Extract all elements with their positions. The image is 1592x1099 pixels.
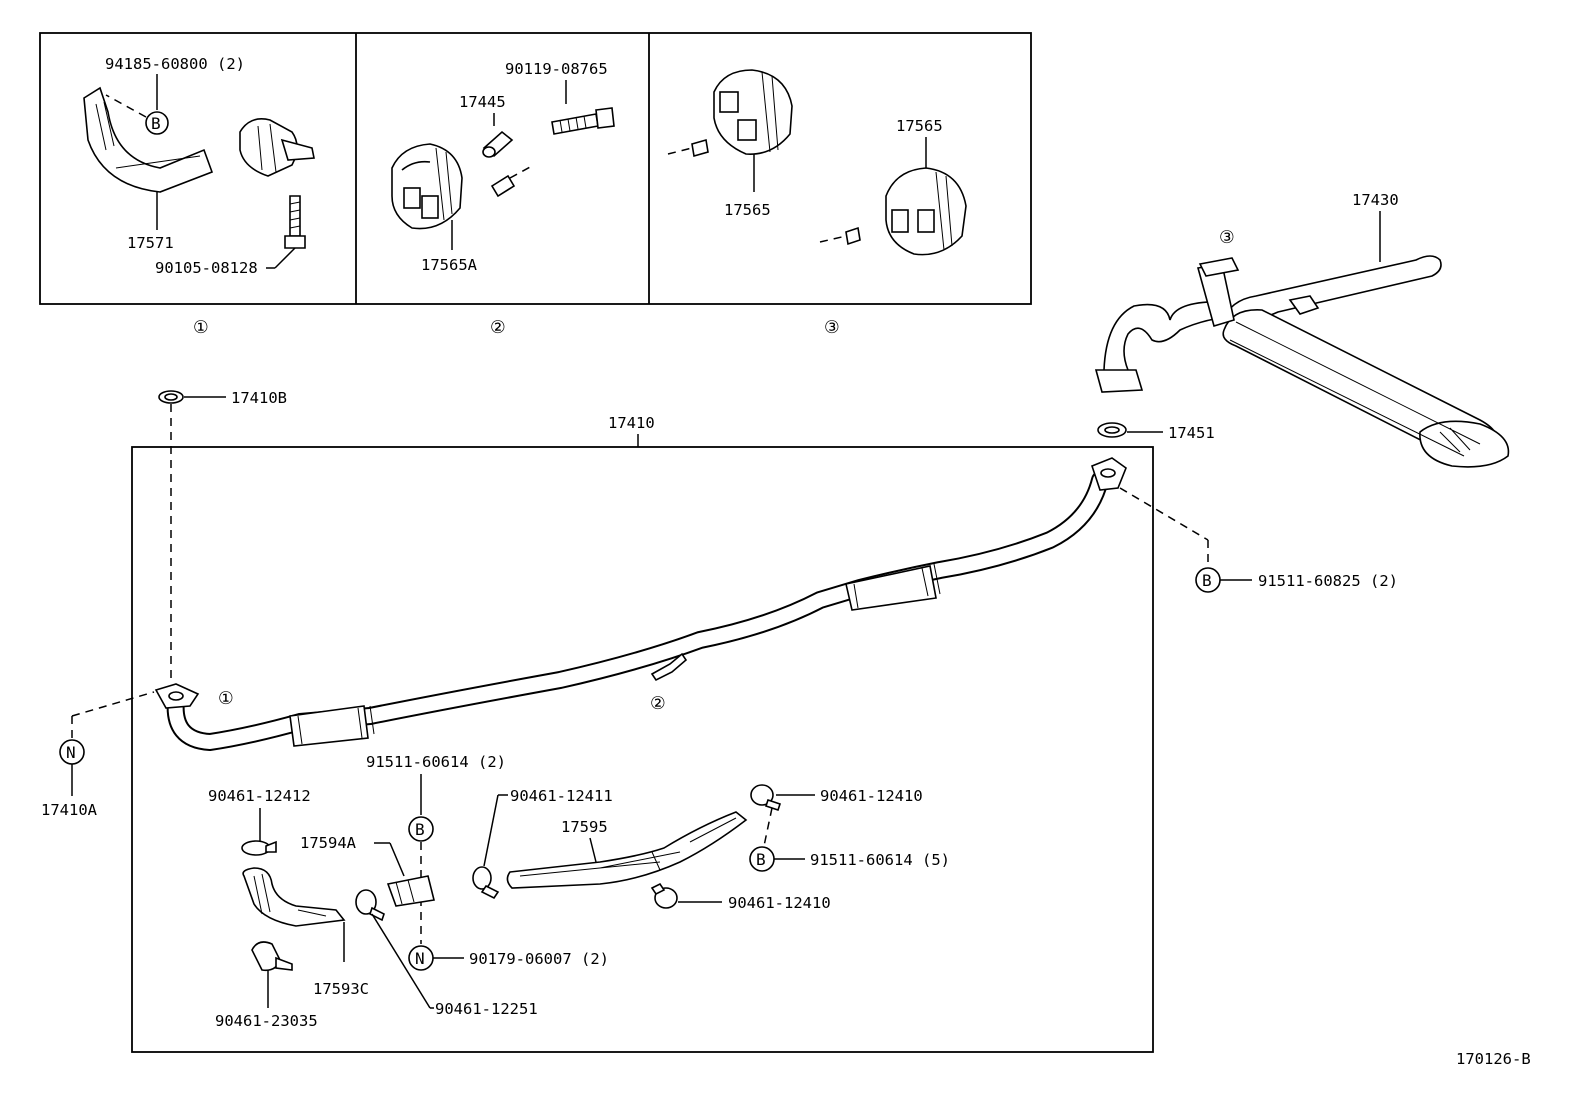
svg-text:N: N [415, 949, 425, 968]
clamp-90461-12410-upper-icon [750, 784, 782, 812]
label-90461-12411: 90461-12411 [510, 787, 613, 805]
gasket-17410b [158, 390, 184, 404]
svg-text:B: B [756, 850, 766, 869]
detail-marker-3: ③ [824, 318, 840, 338]
label-90119-08765: 90119-08765 [505, 60, 608, 78]
label-17410a: 17410A [41, 801, 98, 819]
clamp-90461-12411-icon [472, 866, 500, 900]
mount-marker-2: ② [650, 694, 666, 714]
marker-b-right-icon: B [749, 846, 775, 872]
insulator-17594a [386, 875, 435, 907]
label-17565-b: 17565 [896, 117, 943, 135]
pin-17445-icon [482, 130, 514, 158]
marker-b-mid-icon: B [408, 816, 434, 842]
stud-icon [490, 165, 533, 198]
label-90461-12410-lower: 90461-12410 [728, 894, 831, 912]
bolt-icon [284, 195, 306, 249]
label-17451: 17451 [1168, 424, 1215, 442]
label-17565-a: 17565 [724, 201, 771, 219]
detail-box-2: 90119-08765 17445 17565A ② [391, 60, 615, 338]
diagram-id: 170126-B [1456, 1050, 1531, 1068]
clamp-90461-12251-icon [355, 889, 385, 922]
front-exhaust-pipe [154, 457, 1127, 751]
label-17595: 17595 [561, 818, 608, 836]
label-91511-60825: 91511-60825 (2) [1258, 572, 1398, 590]
detail-marker-2: ② [490, 318, 506, 338]
label-17430: 17430 [1352, 191, 1399, 209]
marker-n-front-icon: N [59, 739, 85, 765]
detail-box-3: 17565 17565 ③ [667, 69, 967, 338]
label-17594a: 17594A [300, 834, 357, 852]
insulator-17595 [506, 811, 748, 889]
stud-upper-icon [667, 138, 709, 158]
gasket-17451 [1097, 422, 1127, 438]
svg-text:B: B [415, 820, 425, 839]
label-91511-60614-5: 91511-60614 (5) [810, 851, 950, 869]
clamp-90461-23035-icon [251, 941, 293, 972]
marker-b-icon: B [145, 111, 169, 135]
detail-marker-1: ① [193, 318, 209, 338]
tail-mount-marker-3: ③ [1219, 228, 1235, 248]
label-17445: 17445 [459, 93, 506, 111]
label-90461-12412: 90461-12412 [208, 787, 311, 805]
clamp-90461-12412-icon [241, 840, 277, 856]
label-17571: 17571 [127, 234, 174, 252]
hanger-bracket-17571 [83, 86, 214, 193]
insulator-17593c [242, 867, 346, 927]
label-90461-12410-upper: 90461-12410 [820, 787, 923, 805]
svg-text:N: N [66, 743, 76, 762]
detail-panel-frame [39, 32, 1032, 305]
detail-panel [39, 32, 1032, 305]
stud-lower-icon [819, 226, 861, 246]
rubber-mount-17565-upper [713, 69, 793, 155]
detail-box-1: 94185-60800 (2) B 17571 90105-08128 ① [83, 55, 315, 338]
marker-b-rear-icon: B [1195, 567, 1221, 593]
rubber-hanger-icon [239, 118, 315, 177]
svg-text:B: B [151, 114, 161, 133]
clamp-90461-12410-lower-icon [650, 882, 678, 909]
label-94185-60800: 94185-60800 (2) [105, 55, 245, 73]
front-pipe-assy-frame [131, 446, 1154, 1053]
label-90461-23035: 90461-23035 [215, 1012, 318, 1030]
rubber-mount-17565a [391, 143, 463, 230]
rubber-mount-17565-lower [885, 167, 967, 256]
label-91511-60614-2: 91511-60614 (2) [366, 753, 506, 771]
bolt-90119-icon [551, 107, 615, 135]
label-90105-08128: 90105-08128 [155, 259, 258, 277]
tail-pipe-muffler-17430 [1094, 255, 1510, 468]
marker-n-mid-icon: N [408, 945, 434, 971]
label-17410: 17410 [608, 414, 655, 432]
label-17565a: 17565A [421, 256, 478, 274]
mount-marker-1: ① [218, 689, 234, 709]
label-17410b: 17410B [231, 389, 287, 407]
label-17593c: 17593C [313, 980, 369, 998]
svg-text:B: B [1202, 571, 1212, 590]
label-90179-06007: 90179-06007 (2) [469, 950, 609, 968]
label-90461-12251: 90461-12251 [435, 1000, 538, 1018]
